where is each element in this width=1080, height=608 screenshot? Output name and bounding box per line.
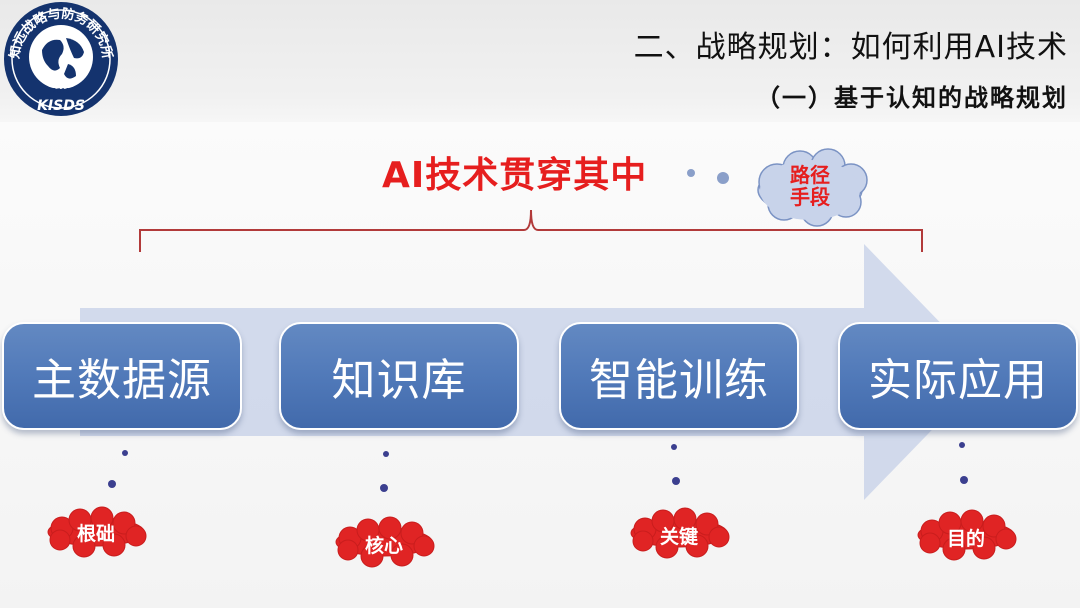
connector-dot	[959, 442, 965, 448]
span-brace	[139, 209, 923, 252]
tag-goal: 目的	[946, 528, 985, 550]
tag-core: 核心	[364, 535, 403, 557]
connector-dot	[380, 484, 388, 492]
logo-abbr: KISDS	[37, 98, 85, 114]
connector-dot	[122, 450, 128, 456]
connector-dot	[672, 477, 680, 485]
tag-key: 关键	[659, 526, 698, 548]
connector-dot	[671, 444, 677, 450]
tag-cloud-shape	[917, 509, 1017, 561]
page-title: 二、战略规划：如何利用AI技术	[633, 30, 1068, 65]
top-cloud-label: 路径 手段	[782, 164, 838, 208]
logo-year: 2019	[52, 87, 70, 95]
thought-dot	[717, 172, 729, 184]
thought-dot	[687, 169, 695, 177]
tag-cloud-shape	[630, 507, 730, 559]
ai-banner-text: AI技术贯穿其中	[382, 155, 648, 196]
tag-cloud-shape	[47, 506, 147, 558]
top-cloud-line1: 路径	[790, 163, 830, 187]
header-band	[0, 0, 1080, 122]
connector-dot	[108, 480, 116, 488]
connector-dot	[960, 476, 968, 484]
stage-box-data-source: 主数据源	[2, 322, 242, 430]
flow-arrow	[80, 244, 988, 500]
stage-box-application: 实际应用	[838, 322, 1078, 430]
page-subtitle: （一）基于认知的战略规划	[756, 83, 1068, 112]
kisds-logo: 知远战略与防务研究所 2019 KISDS	[2, 0, 120, 118]
tag-cloud-shape	[335, 516, 435, 568]
tag-foundation: 根础	[76, 523, 115, 545]
stage-box-training: 智能训练	[559, 322, 799, 430]
top-cloud-line2: 手段	[790, 185, 830, 209]
stage-box-knowledge-base: 知识库	[279, 322, 519, 430]
connector-dot	[383, 451, 389, 457]
